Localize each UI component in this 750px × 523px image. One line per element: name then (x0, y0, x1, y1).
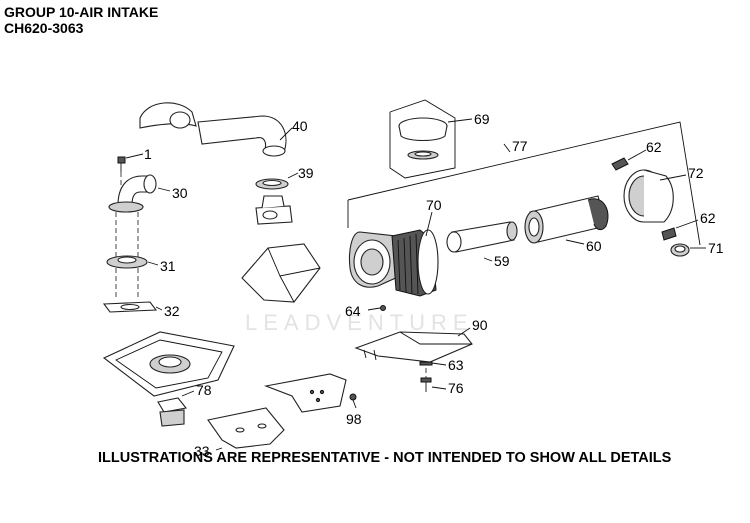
part-69-cover[interactable] (398, 117, 448, 160)
part-40-elbow-hose[interactable] (139, 102, 287, 157)
part-31-spacer[interactable] (106, 255, 148, 269)
disclaimer-footer: ILLUSTRATIONS ARE REPRESENTATIVE - NOT I… (98, 450, 672, 466)
callout-98: 98 (346, 411, 362, 427)
callout-90: 90 (472, 317, 488, 333)
part-mount-bracket[interactable] (263, 373, 347, 413)
part-98-nut[interactable] (349, 393, 357, 401)
callout-62-upper: 62 (646, 139, 662, 155)
callout-64: 64 (345, 303, 361, 319)
callout-76: 76 (448, 380, 464, 396)
part-90-mounting-plate[interactable] (354, 331, 473, 363)
leader-lines (125, 118, 706, 451)
callout-40: 40 (292, 118, 308, 134)
callout-70: 70 (426, 197, 442, 213)
callout-39: 39 (298, 165, 314, 181)
callout-77: 77 (512, 138, 528, 154)
part-32-gasket[interactable] (102, 301, 158, 313)
part-base-plate[interactable] (102, 331, 235, 397)
callout-1: 1 (144, 146, 152, 162)
part-76-bolt[interactable] (420, 368, 432, 392)
part-39-adapter[interactable] (255, 178, 293, 225)
group-bracket-77 (347, 121, 701, 246)
part-70-air-cleaner-housing[interactable] (348, 229, 439, 297)
part-shroud[interactable] (241, 243, 321, 303)
callout-31: 31 (160, 258, 176, 274)
part-30-intake-elbow[interactable] (108, 174, 157, 213)
part-62-clip-lower[interactable] (661, 227, 677, 241)
diagram-title: GROUP 10-AIR INTAKE (4, 4, 159, 20)
callout-33: 33 (194, 443, 210, 459)
callout-62-lower: 62 (700, 210, 716, 226)
callout-59: 59 (494, 253, 510, 269)
part-62-clip-upper[interactable] (611, 157, 629, 171)
part-64-screw[interactable] (380, 305, 386, 311)
part-63-washer[interactable] (419, 361, 433, 366)
callout-72: 72 (688, 165, 704, 181)
watermark-text: LEADVENTURE (245, 310, 474, 335)
model-number: CH620-3063 (4, 20, 84, 36)
part-60-outer-filter[interactable] (524, 195, 609, 244)
part-33-bracket[interactable] (207, 407, 285, 449)
callout-69: 69 (474, 111, 490, 127)
callout-60: 60 (586, 238, 602, 254)
callout-63: 63 (448, 357, 464, 373)
part-59-inner-filter[interactable] (446, 221, 518, 253)
part-71-valve[interactable] (670, 243, 690, 257)
air-cleaner-cover-box (389, 99, 456, 179)
callout-30: 30 (172, 185, 188, 201)
part-72-end-cap[interactable] (623, 169, 674, 223)
callout-32: 32 (164, 303, 180, 319)
part-78-cap[interactable] (157, 397, 188, 427)
callout-78: 78 (196, 382, 212, 398)
callout-71: 71 (708, 240, 724, 256)
